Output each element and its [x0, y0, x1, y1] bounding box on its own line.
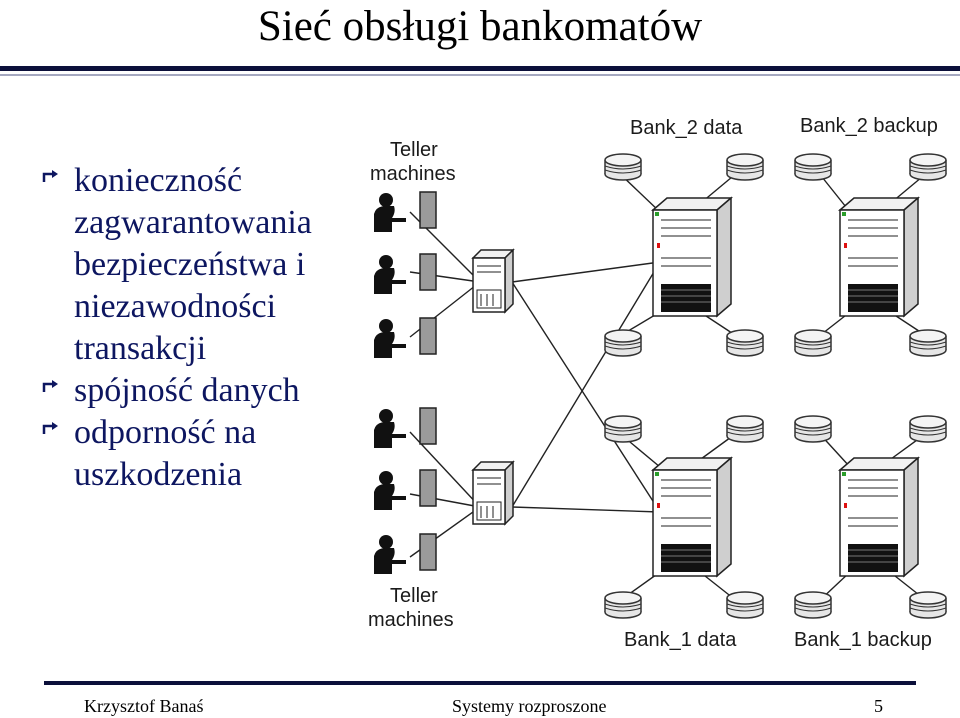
arrow-bullet-icon: [42, 380, 58, 392]
disk-icon: [794, 591, 832, 619]
bullet-line: bezpieczeństwa i: [74, 246, 306, 283]
bullet-line: transakcji: [74, 330, 207, 367]
teller-machine-icon: [373, 253, 437, 295]
bank1-data-label: Bank_1 data: [624, 629, 737, 651]
bank2-backup-server-icon: [839, 197, 919, 317]
footer-author: Krzysztof Banaś: [84, 696, 204, 716]
disk-icon: [909, 415, 947, 443]
bullet-line: spójność danych: [74, 372, 300, 409]
disk-icon: [726, 591, 764, 619]
teller-top-label-line1: Teller: [390, 139, 438, 161]
teller-bottom-label-line2: machines: [368, 609, 454, 631]
bank1-backup-label: Bank_1 backup: [794, 629, 932, 651]
bullet-list: konieczność zagwarantowania bezpieczeńst…: [40, 160, 360, 496]
teller-machine-icon: [373, 191, 437, 233]
teller-machine-icon: [373, 317, 437, 359]
teller-machine-icon: [373, 407, 437, 449]
bank1-data-server-icon: [652, 457, 732, 577]
teller-machine-icon: [373, 469, 437, 511]
footer-course: Systemy rozproszone: [452, 696, 607, 716]
disk-icon: [909, 329, 947, 357]
bank1-backup-server-icon: [839, 457, 919, 577]
title-rule: [0, 66, 960, 71]
disk-icon: [794, 415, 832, 443]
disk-icon: [726, 329, 764, 357]
arrow-bullet-icon: [42, 170, 58, 182]
title-rule-shadow: [0, 74, 960, 76]
disk-icon: [794, 329, 832, 357]
disk-icon: [726, 415, 764, 443]
bank2-data-server-icon: [652, 197, 732, 317]
arrow-bullet-icon: [42, 422, 58, 434]
footer-rule: [44, 681, 916, 685]
footer: Krzysztof Banaś Systemy rozproszone 5: [0, 696, 960, 718]
disk-icon: [604, 415, 642, 443]
disk-icon: [604, 329, 642, 357]
disk-icon: [909, 591, 947, 619]
teller-bottom-label-line1: Teller: [390, 585, 438, 607]
bank2-data-label: Bank_2 data: [630, 117, 743, 139]
bullet-line: odporność na: [74, 414, 257, 451]
disk-icon: [794, 153, 832, 181]
disk-icon: [604, 591, 642, 619]
bullet-item: konieczność zagwarantowania bezpieczeńst…: [40, 160, 360, 370]
bullet-line: konieczność: [74, 162, 243, 199]
footer-page-number: 5: [874, 696, 883, 716]
atm-network-diagram: Teller machines Teller machines Bank_2 d…: [368, 115, 947, 651]
disk-icon: [604, 153, 642, 181]
disk-icon: [726, 153, 764, 181]
bullet-line: uszkodzenia: [74, 456, 243, 493]
teller-controller-icon: [472, 249, 514, 313]
bullet-item: odporność na uszkodzenia: [40, 412, 360, 496]
bullet-item: spójność danych: [40, 370, 360, 412]
teller-controller-icon: [472, 461, 514, 525]
disk-icon: [909, 153, 947, 181]
teller-machine-icon: [373, 533, 437, 575]
bank2-backup-label: Bank_2 backup: [800, 115, 938, 137]
bullet-line: niezawodności: [74, 288, 277, 325]
bullet-line: zagwarantowania: [74, 204, 312, 241]
slide-title: Sieć obsługi bankomatów: [257, 3, 703, 50]
teller-top-label-line2: machines: [370, 163, 456, 185]
